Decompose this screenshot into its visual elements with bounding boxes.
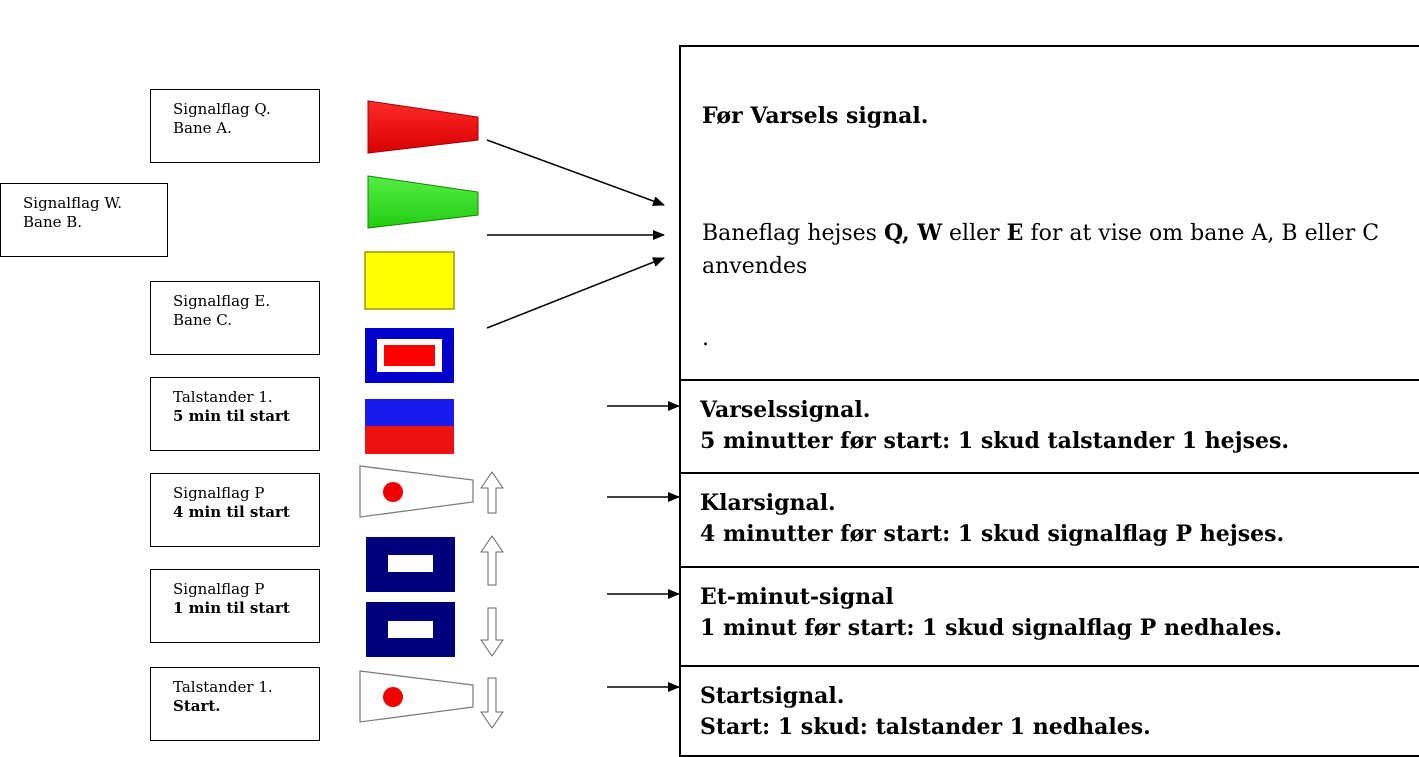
flag-w	[367, 175, 479, 229]
row-startsignal-title: Startsignal.	[700, 683, 845, 709]
connector-arrow	[486, 257, 665, 329]
label-tal1-line1: Talstander 1.	[173, 388, 273, 406]
label-signalflag-p-4min: Signalflag P 4 min til start	[150, 473, 320, 547]
pre-warning-text-bold2: E	[1006, 220, 1024, 246]
label-q-line1: Signalflag Q.	[173, 100, 271, 118]
pre-warning-panel: Før Varsels signal. Baneflag hejses Q, W…	[679, 45, 1419, 381]
arrow-up-icon	[480, 471, 504, 514]
row-startsignal-text: Start: 1 skud: talstander 1 nedhales.	[700, 714, 1151, 740]
flag-e	[364, 251, 455, 310]
label-q-line2: Bane A.	[173, 119, 232, 137]
label-signalflag-w: Signalflag W. Bane B.	[0, 183, 168, 257]
label-w-line1: Signalflag W.	[23, 194, 122, 212]
flag-p-up	[366, 537, 455, 592]
label-e-line1: Signalflag E.	[173, 292, 271, 310]
connector-arrow	[486, 139, 665, 206]
arrow-up-icon	[480, 535, 504, 586]
label-p4-line1: Signalflag P	[173, 484, 265, 502]
row-et-minut-title: Et-minut-signal	[700, 584, 894, 610]
row-klarsignal: Klarsignal. 4 minutter før start: 1 skud…	[679, 472, 1419, 568]
row-varselssignal-text: 5 minutter før start: 1 skud talstander …	[700, 428, 1290, 454]
label-tal1-line2: 5 min til start	[173, 407, 290, 425]
row-varselssignal: Varselssignal. 5 minutter før start: 1 s…	[679, 379, 1419, 474]
row-startsignal: Startsignal. Start: 1 skud: talstander 1…	[679, 665, 1419, 757]
label-p4-line2: 4 min til start	[173, 503, 290, 521]
pre-warning-text-part1: Baneflag hejses	[702, 221, 884, 246]
pre-warning-text-bold1: Q, W	[883, 220, 943, 246]
label-talstander-start: Talstander 1. Start.	[150, 667, 320, 741]
flag-p-down	[366, 602, 455, 657]
pre-warning-text-part3: for at vise om bane A, B eller C anvende…	[702, 221, 1380, 279]
row-klarsignal-title: Klarsignal.	[700, 490, 836, 516]
label-signalflag-e: Signalflag E. Bane C.	[150, 281, 320, 355]
label-e-line2: Bane C.	[173, 311, 232, 329]
arrow-down-icon	[480, 607, 504, 657]
row-et-minut-text: 1 minut før start: 1 skud signalflag P n…	[700, 615, 1283, 641]
row-et-minut-signal: Et-minut-signal 1 minut før start: 1 sku…	[679, 566, 1419, 667]
pre-warning-text: Baneflag hejses Q, W eller E for at vise…	[702, 217, 1402, 283]
flag-q	[367, 100, 479, 154]
talstander-1-flag	[365, 399, 454, 454]
label-talstander-5min: Talstander 1. 5 min til start	[150, 377, 320, 451]
talstander-pennant-down	[359, 670, 474, 723]
flag-blue-white-red	[365, 328, 454, 383]
row-klarsignal-text: 4 minutter før start: 1 skud signalflag …	[700, 521, 1285, 547]
label-w-line2: Bane B.	[23, 213, 83, 231]
talstander-pennant-up	[359, 465, 474, 518]
pre-warning-title: Før Varsels signal.	[702, 103, 929, 129]
label-start-line2: Start.	[173, 697, 221, 715]
label-signalflag-q: Signalflag Q. Bane A.	[150, 89, 320, 163]
pre-warning-text-part2: eller	[942, 221, 1007, 246]
row-varselssignal-title: Varselssignal.	[700, 397, 871, 423]
label-signalflag-p-1min: Signalflag P 1 min til start	[150, 569, 320, 643]
label-p1-line2: 1 min til start	[173, 599, 290, 617]
arrow-down-icon	[480, 677, 504, 729]
label-p1-line1: Signalflag P	[173, 580, 265, 598]
label-start-line1: Talstander 1.	[173, 678, 273, 696]
pre-warning-dot: .	[702, 326, 709, 351]
